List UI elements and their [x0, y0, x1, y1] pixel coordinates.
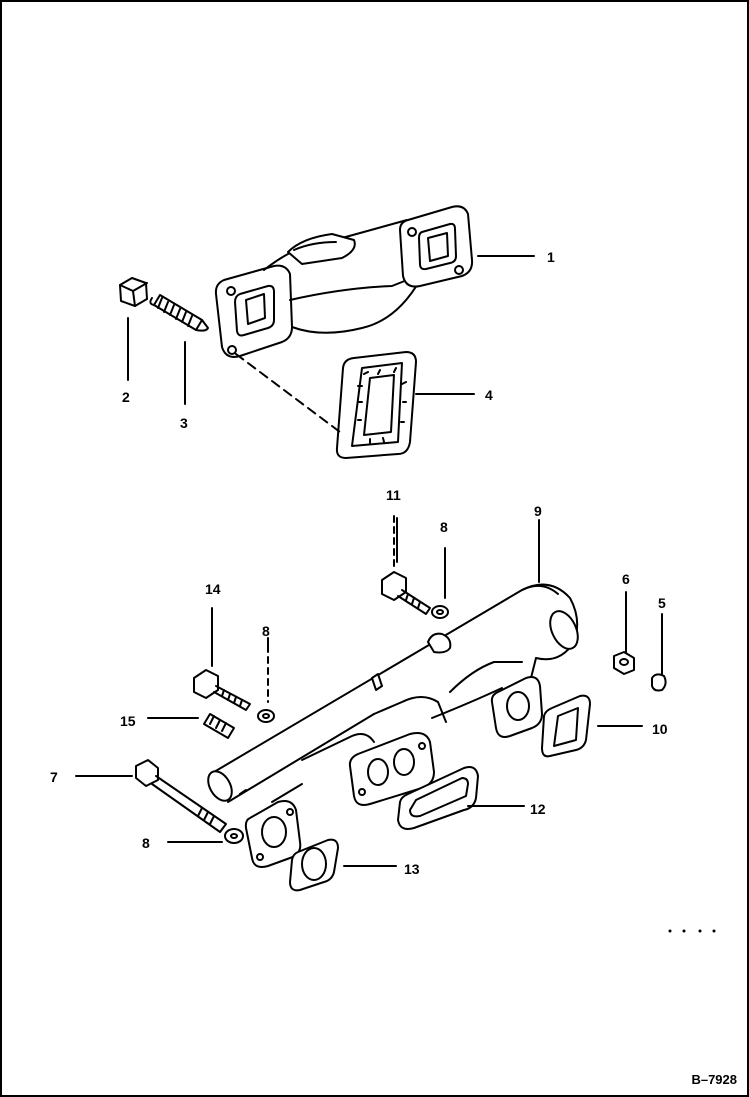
leader-lines — [75, 255, 663, 867]
washer-upper — [431, 605, 449, 619]
plug-5 — [651, 673, 667, 692]
callout-9: 9 — [534, 503, 542, 519]
callout-5: 5 — [658, 595, 666, 611]
bolt-7 — [135, 759, 227, 833]
callout-7: 7 — [50, 769, 58, 785]
callout-2: 2 — [122, 389, 130, 405]
washer-lower — [224, 828, 244, 844]
callout-11: 11 — [386, 487, 401, 503]
gasket-13 — [289, 838, 339, 892]
upper-manifold — [214, 205, 474, 358]
bolt-11 — [381, 571, 431, 615]
hex-nut — [119, 277, 148, 307]
callout-13: 13 — [404, 861, 420, 877]
bolt-14 — [193, 669, 251, 711]
callout-14: 14 — [205, 581, 221, 597]
figure-reference-code: B–7928 — [691, 1072, 737, 1087]
callout-1: 1 — [547, 249, 555, 265]
callout-8-upper: 8 — [440, 519, 448, 535]
stud-15 — [203, 713, 235, 739]
washer-middle — [257, 709, 275, 723]
callout-8-middle: 8 — [262, 623, 270, 639]
upper-gasket — [335, 351, 417, 459]
scan-dots — [668, 929, 716, 933]
gasket-10 — [541, 694, 591, 758]
callout-6: 6 — [622, 571, 630, 587]
callout-10: 10 — [652, 721, 668, 737]
stud — [149, 294, 209, 332]
alignment-line — [235, 353, 341, 433]
callout-12: 12 — [530, 801, 546, 817]
callout-4: 4 — [485, 387, 493, 403]
callout-15: 15 — [120, 713, 136, 729]
nut-6 — [613, 651, 635, 675]
callout-8-lower: 8 — [142, 835, 150, 851]
lower-manifold — [207, 583, 579, 868]
callout-3: 3 — [180, 415, 188, 431]
gasket-12 — [397, 766, 479, 830]
